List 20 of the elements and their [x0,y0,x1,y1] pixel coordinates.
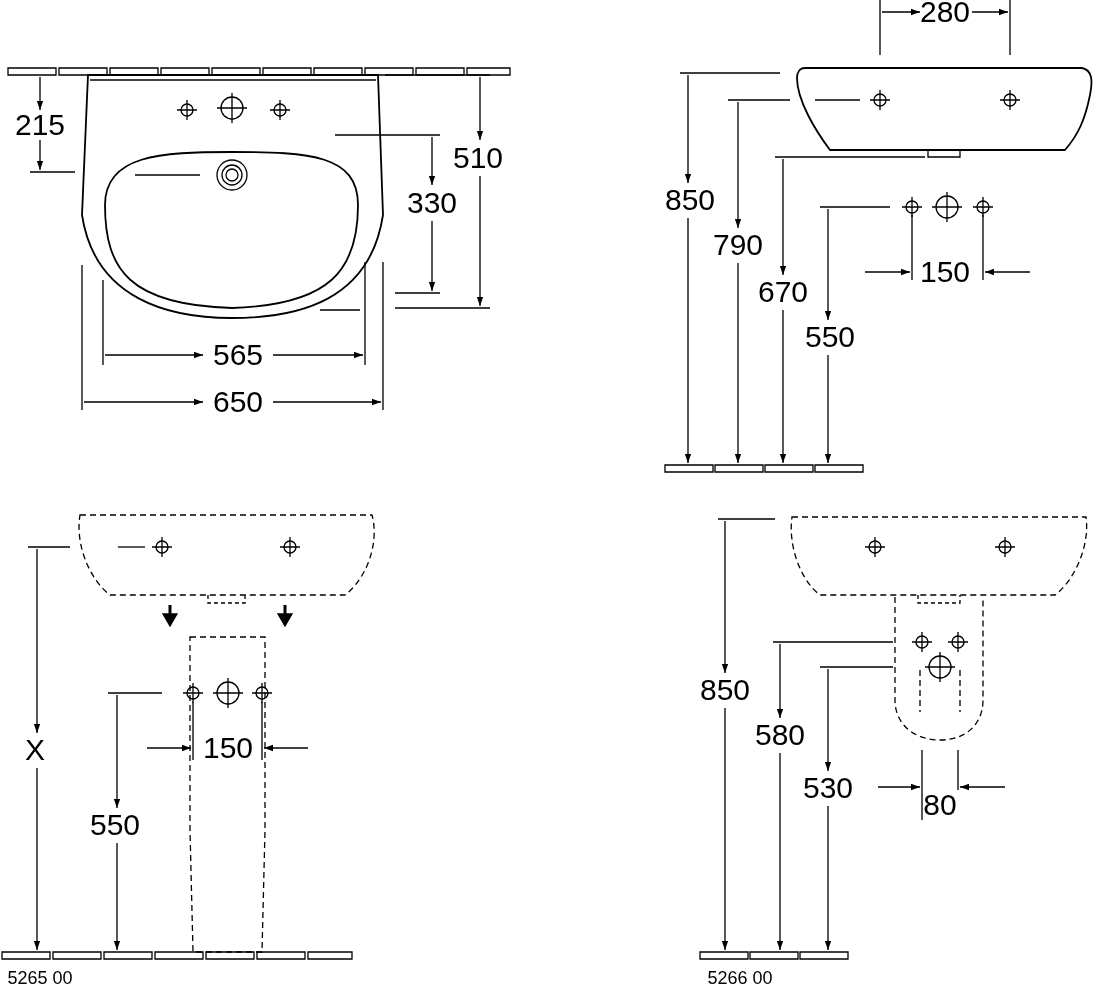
dimension-label: 650 [212,387,264,417]
dimension-label: 550 [89,810,141,840]
dimension-label: 670 [757,277,809,307]
part-number: 5265 00 [7,969,73,987]
dimension-label: 530 [802,773,854,803]
dimension-label: X [25,735,45,765]
dimension-label: 150 [919,257,971,287]
dimension-label: 510 [452,143,504,173]
dimension-label: 790 [712,230,764,260]
dimension-label: 215 [14,110,66,140]
dimension-label: 330 [406,188,458,218]
dimension-label: 150 [202,733,254,763]
dimension-label: 850 [664,185,716,215]
part-number: 5266 00 [707,969,773,987]
dimension-label: 550 [804,322,856,352]
dimension-label: 80 [923,790,957,820]
dimension-label: 850 [699,675,751,705]
dimension-label: 280 [919,0,971,27]
dimension-label: 580 [754,720,806,750]
dimension-label: 565 [212,340,264,370]
